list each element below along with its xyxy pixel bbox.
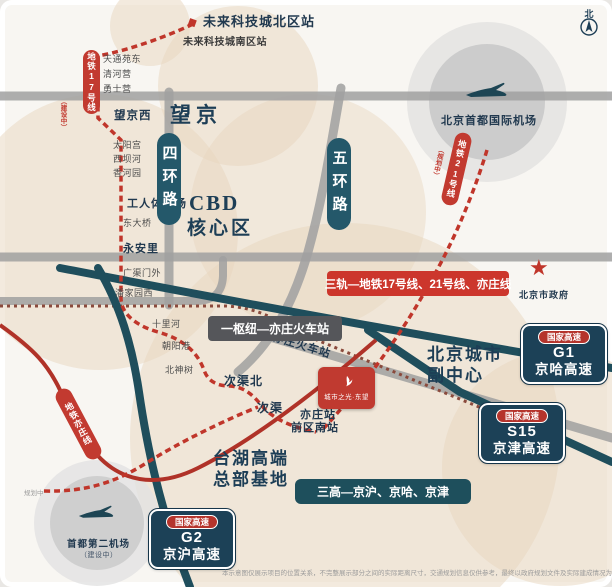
callout-three-highways: 三高—京沪、京哈、京津 — [295, 479, 471, 504]
station-label: 太阳宫 — [113, 140, 142, 150]
highway-code: S15 — [507, 423, 537, 440]
ring4-road-badge: 四环路 — [157, 133, 181, 225]
area-cbd-line1: CBD — [189, 191, 240, 215]
area-taihu-line2: 总部基地 — [213, 470, 289, 489]
station-label: 清河营 — [103, 69, 132, 79]
metro-line17-badge: 地铁17号线 — [83, 50, 100, 114]
compass-icon — [580, 18, 598, 36]
station-label: 香河园 — [113, 168, 142, 178]
station-label: 十里河 — [152, 319, 181, 329]
project-logo: 城市之光·东望 — [318, 367, 375, 409]
station-label: 次渠北 — [224, 374, 264, 388]
station-label: 勇士营 — [103, 84, 132, 94]
station-label: 天通苑东 — [103, 54, 142, 64]
area-cbd-line2: 核心区 — [187, 218, 254, 239]
highway-name: 京哈高速 — [535, 362, 593, 377]
highway-name: 京津高速 — [493, 441, 551, 456]
station-label: 次渠 — [257, 401, 284, 415]
highway-tag: 国家高速 — [495, 409, 548, 423]
station-label: 望京西 — [114, 110, 152, 122]
project-name: 城市之光·东望 — [324, 394, 369, 401]
area-government: 北京市政府 — [519, 290, 570, 300]
highway-shield-g1: 国家高速 G1 京哈高速 — [520, 323, 608, 385]
station-label: 广渠门外 — [123, 268, 162, 278]
area-subcenter-line1: 北京城市 — [427, 345, 503, 364]
highway-name: 京沪高速 — [163, 547, 221, 562]
map-disclaimer: 本示意图仅展示项目的位置关系，不完整展示部分之间的实际距离尺寸，交通规划信息仅供… — [222, 570, 612, 577]
area-subcenter-line2: 副中心 — [427, 366, 484, 385]
station-label: 朝阳港 — [162, 341, 191, 351]
station-label: 北神树 — [165, 365, 194, 375]
highway-code: G1 — [552, 344, 575, 361]
project-logo-icon — [345, 375, 352, 387]
area-wangjing: 望京 — [170, 103, 222, 127]
railway-line — [0, 304, 612, 464]
capital-airport-circle — [407, 22, 567, 182]
station-yizhuang-front-l1: 亦庄站 — [300, 409, 336, 421]
capital-airport-label: 北京首都国际机场 — [441, 115, 537, 127]
callout-hub: 一枢纽—亦庄火车站 — [208, 316, 342, 341]
planned-stub-label: 规划中 — [24, 490, 44, 497]
station-label: 西坝河 — [113, 154, 142, 164]
second-airport-label: 首都第二机场 — [67, 539, 131, 550]
capital-airport-plane-icon — [466, 82, 507, 97]
highway-tag: 国家高速 — [165, 515, 218, 529]
callout-three-rails: 三轨—地铁17号线、21号线、亦庄线 — [325, 271, 511, 296]
highway-code: G2 — [180, 529, 203, 546]
station-label: 潘家园西 — [115, 288, 154, 298]
station-yizhuang-front-l2: 前区南站 — [291, 422, 339, 434]
government-star-icon: ★ — [529, 255, 549, 280]
area-taihu-line1: 台湖高端 — [213, 449, 289, 468]
highway-shield-s15: 国家高速 S15 京津高速 — [478, 402, 566, 464]
metro-line17-status: （建设中） — [59, 98, 66, 131]
highway-tag: 国家高速 — [537, 330, 590, 344]
station-future-tech-north: 未来科技城北区站 — [203, 14, 316, 29]
s15-expressway — [364, 326, 612, 466]
second-airport-status: （建设中） — [80, 552, 118, 559]
highway-shield-g2: 国家高速 G2 京沪高速 — [148, 508, 236, 570]
metro-line17-path — [96, 22, 317, 434]
terminal-station-marker — [187, 18, 197, 28]
station-future-tech-south: 未来科技城南区站 — [183, 37, 267, 48]
second-airport-plane-icon — [78, 505, 114, 518]
compass-north-label: 北 — [584, 9, 594, 19]
station-label: 东大桥 — [123, 218, 152, 228]
station-label: 永安里 — [123, 243, 159, 255]
ring5-road-badge: 五环路 — [327, 138, 351, 230]
